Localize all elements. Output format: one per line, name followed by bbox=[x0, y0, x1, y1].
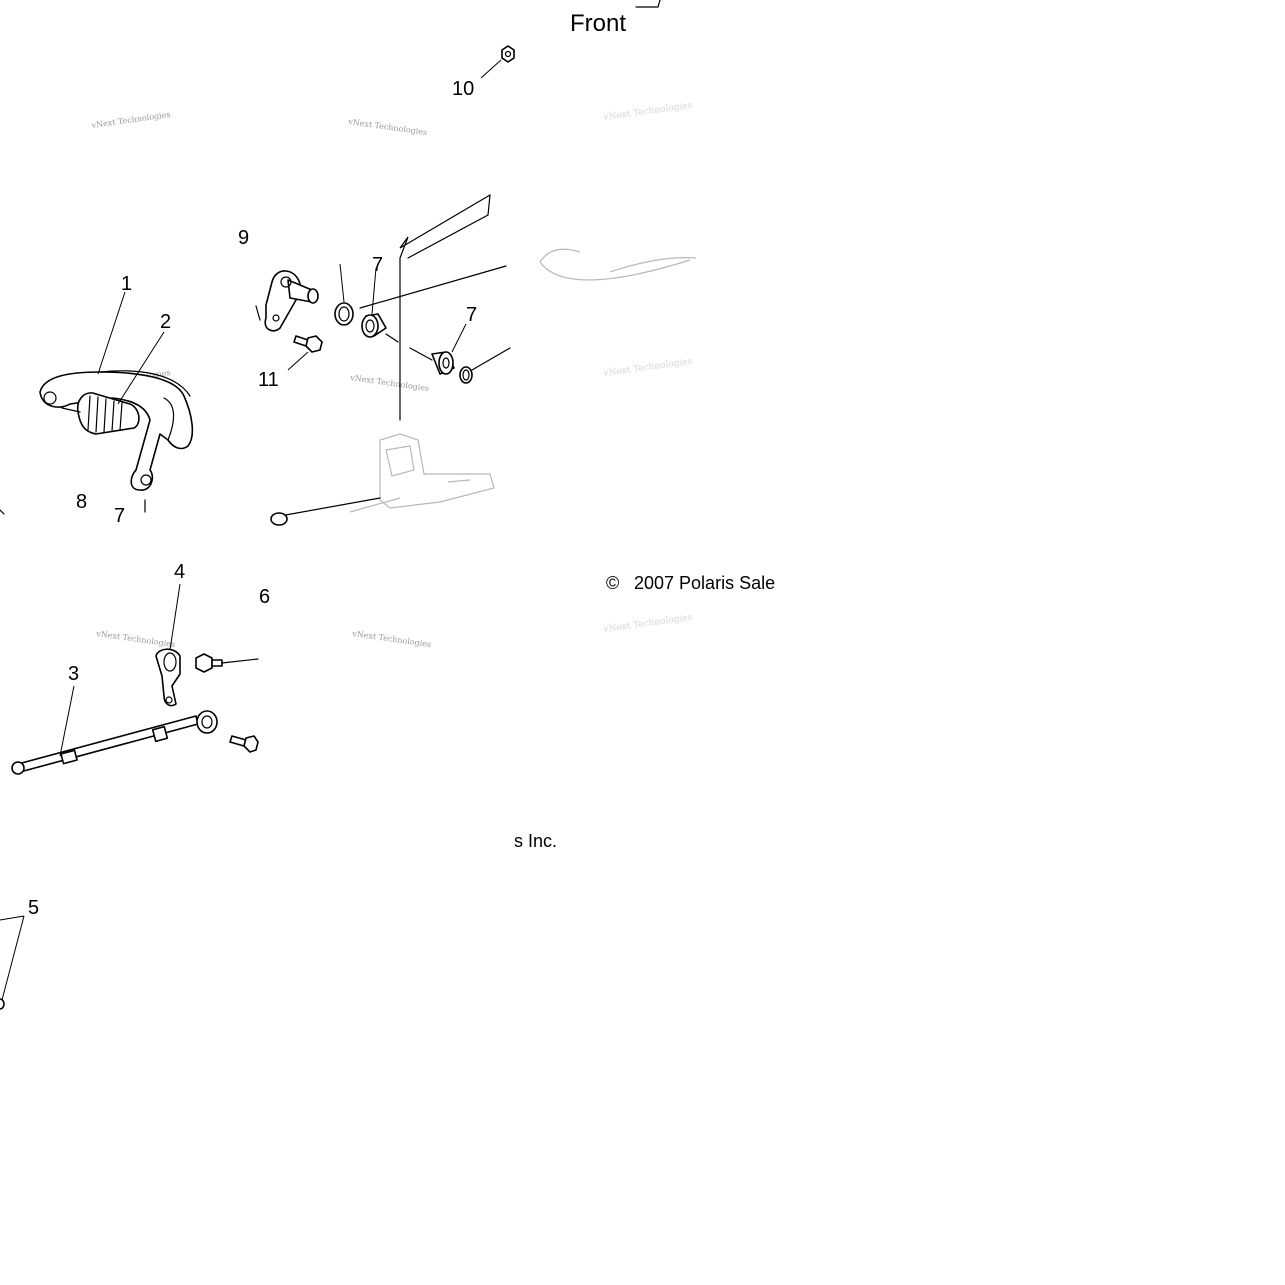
callout-5: 5 bbox=[28, 897, 39, 919]
axis-line bbox=[385, 333, 399, 343]
leader-line bbox=[97, 291, 126, 375]
callout-3: 3 bbox=[68, 663, 79, 685]
axis-line bbox=[0, 509, 5, 515]
leader-line bbox=[169, 583, 181, 651]
ring-washer bbox=[459, 366, 473, 384]
leader-line bbox=[371, 267, 377, 315]
part-3-shift-rod bbox=[11, 710, 218, 775]
callout-7: 7 bbox=[114, 505, 125, 527]
leader-line bbox=[451, 323, 467, 353]
front-indicator: Front bbox=[570, 0, 661, 37]
watermark: vNext Technologies bbox=[351, 629, 432, 649]
svg-text:vNext Technologies: vNext Technologies bbox=[602, 613, 693, 636]
watermark: vNext Technologies bbox=[95, 629, 176, 649]
svg-text:vNext Technologies: vNext Technologies bbox=[602, 357, 693, 380]
axis-line bbox=[409, 347, 433, 361]
callout-1: 1 bbox=[121, 273, 132, 295]
bushing bbox=[431, 351, 455, 375]
part-4-linkage-arm bbox=[155, 648, 181, 707]
svg-text:vNext Technologies: vNext Technologies bbox=[349, 373, 430, 393]
callout-10: 10 bbox=[452, 78, 474, 100]
copyright-notice: © 2007 Polaris Sale s Inc. bbox=[514, 573, 775, 851]
copyright-text: 2007 Polaris Sale bbox=[634, 573, 775, 593]
leader-line bbox=[287, 351, 309, 371]
callouts: 10 9 7 7 1 2 11 8 7 4 6 3 5 bbox=[28, 78, 477, 919]
svg-text:vNext Technologies: vNext Technologies bbox=[347, 117, 428, 137]
callout-4: 4 bbox=[174, 561, 185, 583]
part-bolt-lower bbox=[229, 735, 259, 753]
leader-line bbox=[117, 331, 165, 405]
svg-text:vNext Technologies: vNext Technologies bbox=[90, 110, 171, 130]
part-5-pointer bbox=[0, 915, 25, 1010]
bushing bbox=[361, 313, 387, 338]
faded-bracket bbox=[270, 433, 495, 526]
callout-7: 7 bbox=[372, 254, 383, 276]
callout-9: 9 bbox=[238, 227, 249, 249]
part-10-nut bbox=[501, 45, 515, 63]
watermark: vNext Technologies bbox=[602, 613, 693, 636]
front-arrow-icon bbox=[635, 0, 661, 8]
leader-line bbox=[339, 263, 345, 303]
callout-7: 7 bbox=[466, 304, 477, 326]
copyright-tail: s Inc. bbox=[514, 831, 557, 851]
frame-panel bbox=[359, 194, 507, 421]
faded-outline bbox=[539, 248, 697, 281]
callout-8: 8 bbox=[76, 491, 87, 513]
watermark: vNext Technologies bbox=[90, 110, 171, 130]
axis-line bbox=[471, 347, 511, 371]
svg-text:vNext Technologies: vNext Technologies bbox=[351, 629, 432, 649]
watermark: vNext Technologies bbox=[349, 373, 430, 393]
copyright-symbol: © bbox=[606, 573, 619, 593]
part-6-bolt bbox=[195, 653, 259, 673]
svg-text:vNext Technologies: vNext Technologies bbox=[95, 629, 176, 649]
part-9-shift-arm bbox=[255, 270, 319, 332]
callout-11: 11 bbox=[258, 369, 279, 391]
leader-line bbox=[480, 59, 502, 79]
svg-text:vNext Technologies: vNext Technologies bbox=[602, 101, 693, 124]
front-label: Front bbox=[570, 10, 626, 37]
callout-2: 2 bbox=[160, 311, 171, 333]
washer bbox=[334, 302, 354, 326]
part-2-peg bbox=[61, 392, 140, 435]
watermark: vNext Technologies bbox=[602, 101, 693, 124]
watermark: vNext Technologies bbox=[602, 357, 693, 380]
watermark: vNext Technologies bbox=[347, 117, 428, 137]
callout-6: 6 bbox=[259, 586, 270, 608]
leader-line bbox=[59, 685, 75, 757]
part-11-bolt bbox=[293, 335, 323, 353]
